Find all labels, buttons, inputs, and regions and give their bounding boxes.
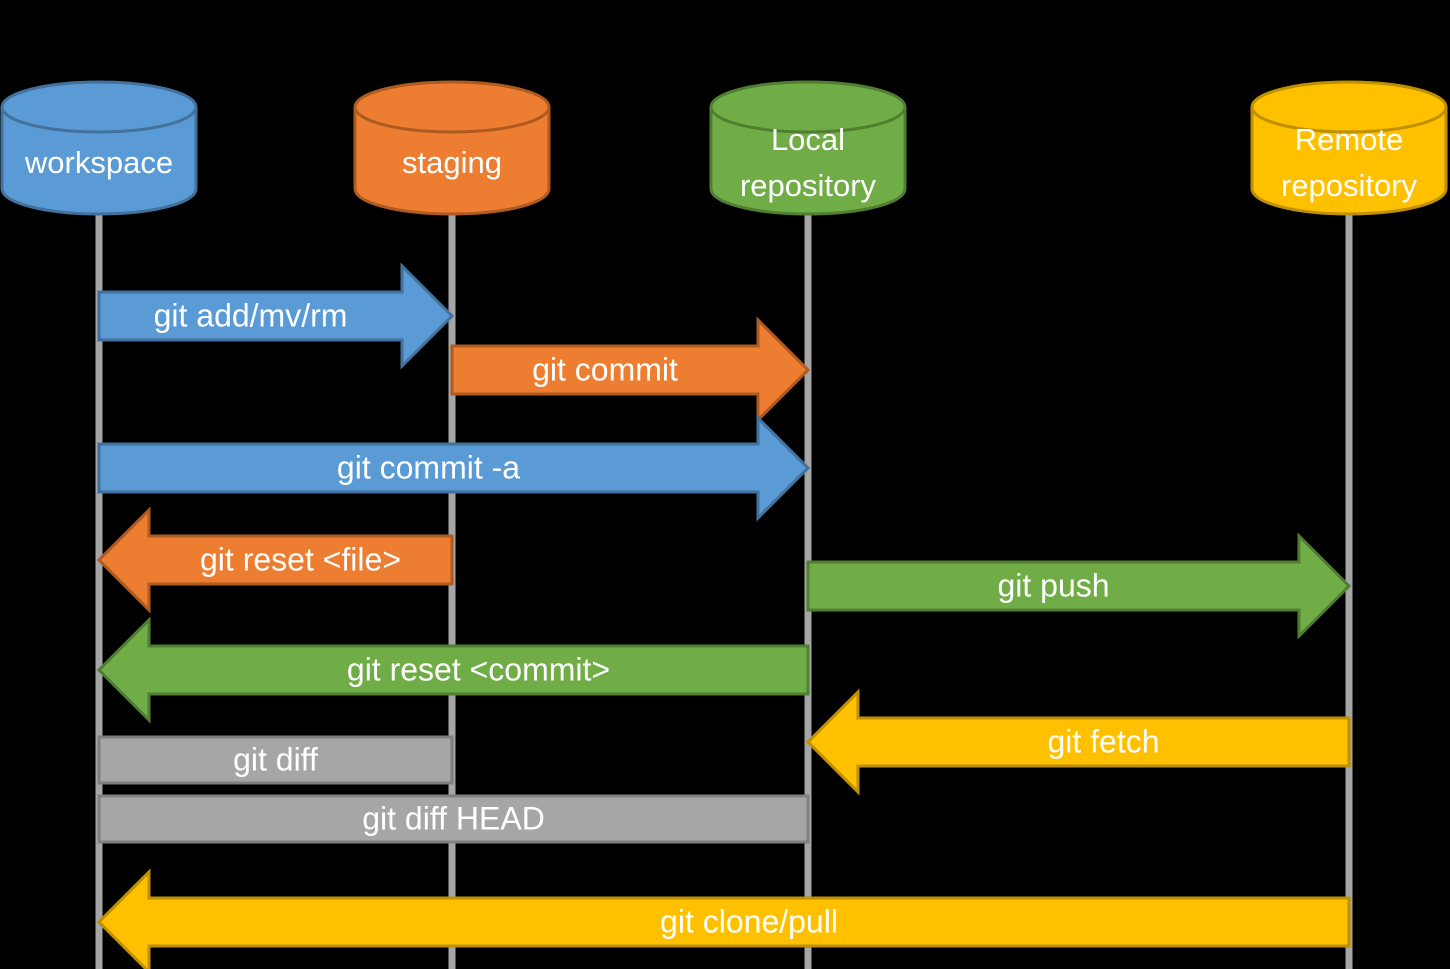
node-staging [353,80,551,216]
label-git-commit-a: git commit -a [336,449,521,486]
arrow-git-reset-commit [96,616,810,724]
node-label-workspace: workspace [25,140,173,186]
label-git-fetch: git fetch [1047,723,1160,760]
label-git-reset-commit: git reset <commit> [346,651,611,688]
label-git-reset-file: git reset <file> [200,541,401,578]
node-remote-repository [1250,80,1448,216]
cylinder-top [353,80,551,134]
arrow-git-push [806,532,1352,640]
label-git-clone-pull: git clone/pull [660,903,838,940]
node-label-line: staging [402,145,502,180]
node-label-staging: staging [402,140,502,186]
label-git-commit: git commit [532,351,678,388]
node-label-line: repository [1280,168,1418,203]
cylinder-top [0,80,198,134]
arrow-git-commit-a [97,414,811,522]
label-git-diff: git diff [233,741,318,778]
node-workspace [0,80,198,216]
arrow-git-reset-file [96,506,454,614]
node-label-line: Local [770,122,846,157]
node-label-local-repository: Local repository [740,117,876,209]
node-label-line: workspace [24,145,174,180]
label-git-diff-head: git diff HEAD [362,800,545,837]
label-git-push: git push [997,567,1110,604]
bar-git-diff-head [97,794,810,844]
arrow-git-add-mv-rm [97,262,455,370]
node-label-remote-repository: Remote repository [1281,117,1417,209]
node-local-repository [709,80,907,216]
node-label-line: repository [739,168,877,203]
cylinder-top [709,80,907,134]
arrow-git-fetch [805,688,1351,796]
label-git-add-mv-rm: git add/mv/rm [153,297,348,334]
node-label-line: Remote [1294,122,1404,157]
arrow-git-commit [450,316,811,424]
arrow-git-clone-pull [96,868,1351,969]
cylinder-top [1250,80,1448,134]
bar-git-diff [97,735,454,785]
